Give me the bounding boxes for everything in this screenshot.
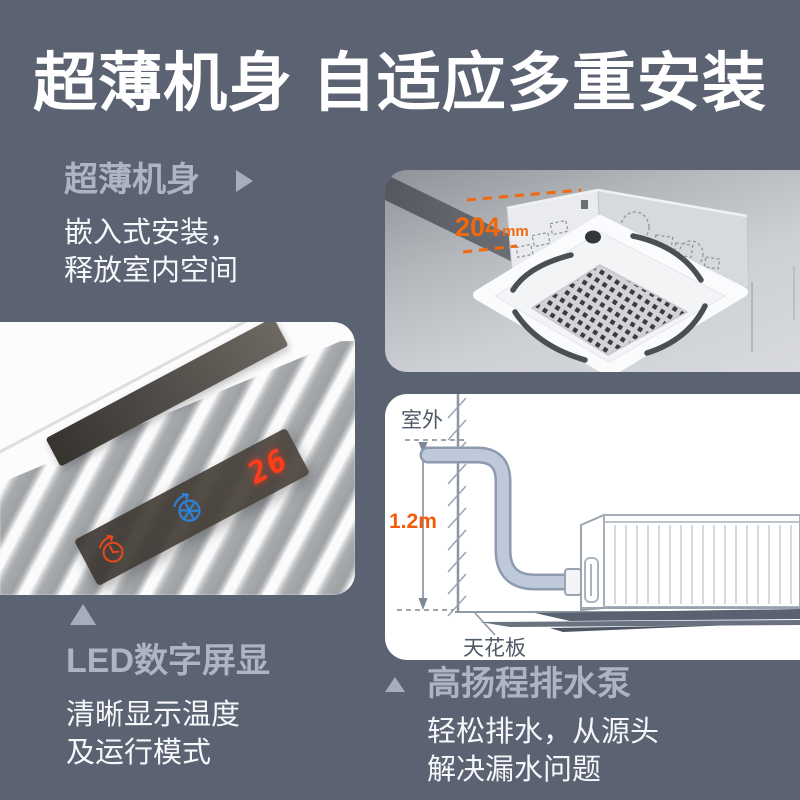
panel-sensor bbox=[585, 230, 601, 244]
temperature-value: 26 bbox=[244, 440, 292, 493]
feature-led: LED数字屏显 清晰显示温度 及运行模式 bbox=[66, 604, 270, 772]
feature-slim: 超薄机身 嵌入式安装， 释放室内空间 bbox=[64, 161, 253, 290]
air-vent-slots bbox=[510, 233, 708, 363]
feature-slim-heading-row: 超薄机身 bbox=[64, 161, 253, 199]
feature-pump-line-1: 轻松排水，从源头 bbox=[427, 716, 660, 749]
dimension-value: 204 bbox=[455, 212, 501, 242]
ceiling-leader-line bbox=[474, 612, 496, 636]
ceiling-edge-band bbox=[385, 174, 525, 268]
height-dimension-label: 204 mm bbox=[455, 212, 529, 243]
drainage-diagram: 室外 1.2m 天花板 bbox=[385, 394, 800, 660]
triangle-up-icon bbox=[385, 677, 405, 693]
dimension-unit: mm bbox=[502, 223, 529, 240]
drain-pipe bbox=[419, 446, 578, 591]
cool-mode-icon bbox=[173, 492, 201, 522]
feature-pump-heading-row: 高扬程排水泵 bbox=[385, 665, 659, 703]
feature-pump-heading: 高扬程排水泵 bbox=[427, 665, 631, 703]
cassette-illustration bbox=[385, 174, 795, 372]
feature-pump-body: 轻松排水，从源头 解决漏水问题 bbox=[427, 713, 659, 789]
intake-grille bbox=[530, 264, 689, 356]
cassette-photo: 204 mm bbox=[385, 170, 800, 372]
grille-photo: 26 bbox=[0, 322, 355, 595]
chevron-right-icon bbox=[236, 169, 253, 192]
feature-slim-heading: 超薄机身 bbox=[64, 161, 200, 199]
ceiling-panel bbox=[480, 609, 800, 632]
feature-pump: 高扬程排水泵 轻松排水，从源头 解决漏水问题 bbox=[385, 665, 659, 789]
feature-led-heading: LED数字屏显 bbox=[66, 642, 270, 680]
wall-hatch bbox=[447, 394, 467, 617]
indoor-unit bbox=[564, 513, 800, 612]
lift-height-label: 1.2m bbox=[389, 510, 437, 533]
led-display: 26 bbox=[73, 427, 311, 587]
feature-slim-line-1: 嵌入式安装， bbox=[64, 217, 239, 250]
feature-led-line-2: 及运行模式 bbox=[66, 737, 212, 770]
feature-pump-line-2: 解决漏水问题 bbox=[427, 754, 602, 787]
outdoor-label: 室外 bbox=[401, 409, 443, 432]
triangle-up-icon bbox=[70, 604, 96, 625]
height-dimension bbox=[397, 439, 465, 611]
drainage-illustration bbox=[397, 394, 800, 636]
feature-slim-line-2: 释放室内空间 bbox=[64, 255, 239, 288]
timer-icon bbox=[98, 534, 124, 563]
feature-led-line-1: 清晰显示温度 bbox=[66, 699, 241, 732]
ceiling-label: 天花板 bbox=[463, 637, 526, 660]
dimension-dashes bbox=[462, 188, 582, 254]
page-title: 超薄机身 自适应多重安装 bbox=[33, 47, 767, 119]
